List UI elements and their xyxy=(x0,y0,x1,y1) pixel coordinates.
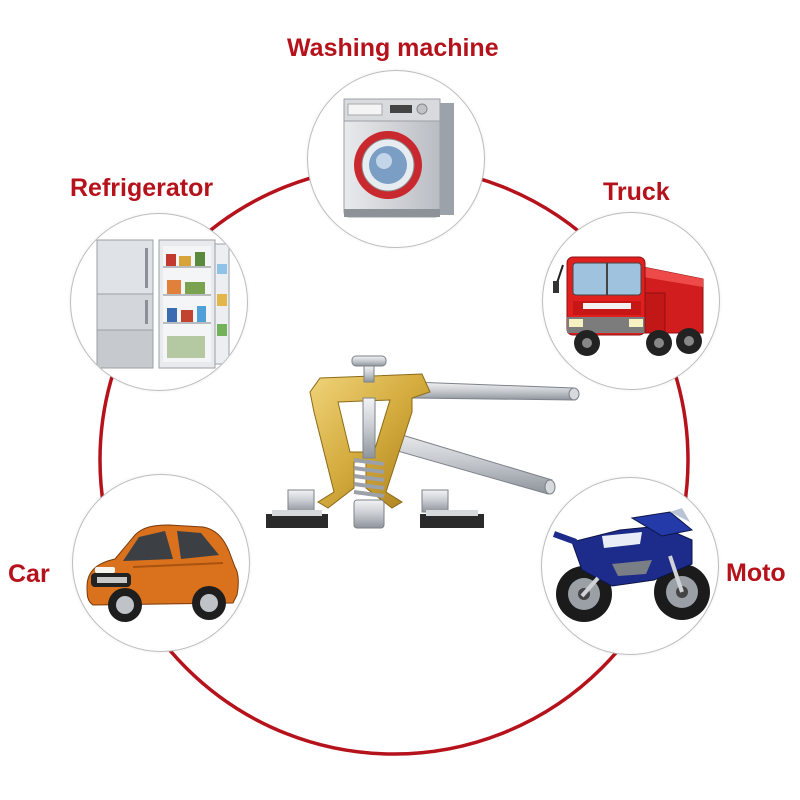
motorcycle-bubble xyxy=(541,477,719,655)
washing-machine-bubble xyxy=(307,70,485,248)
dent-puller-tool-icon xyxy=(266,355,580,529)
washing-machine-icon xyxy=(343,98,454,218)
label-refrigerator: Refrigerator xyxy=(70,174,214,202)
label-moto: Moto xyxy=(726,559,786,587)
refrigerator-bubble xyxy=(70,213,248,391)
car-bubble xyxy=(72,474,250,652)
label-car: Car xyxy=(8,560,50,588)
car-icon xyxy=(86,524,239,622)
refrigerator-icon xyxy=(96,239,230,369)
motorcycle-icon xyxy=(552,508,710,622)
truck-bubble xyxy=(542,212,720,390)
label-washing-machine: Washing machine xyxy=(287,34,499,62)
label-truck: Truck xyxy=(603,178,670,206)
truck-icon xyxy=(553,256,704,356)
